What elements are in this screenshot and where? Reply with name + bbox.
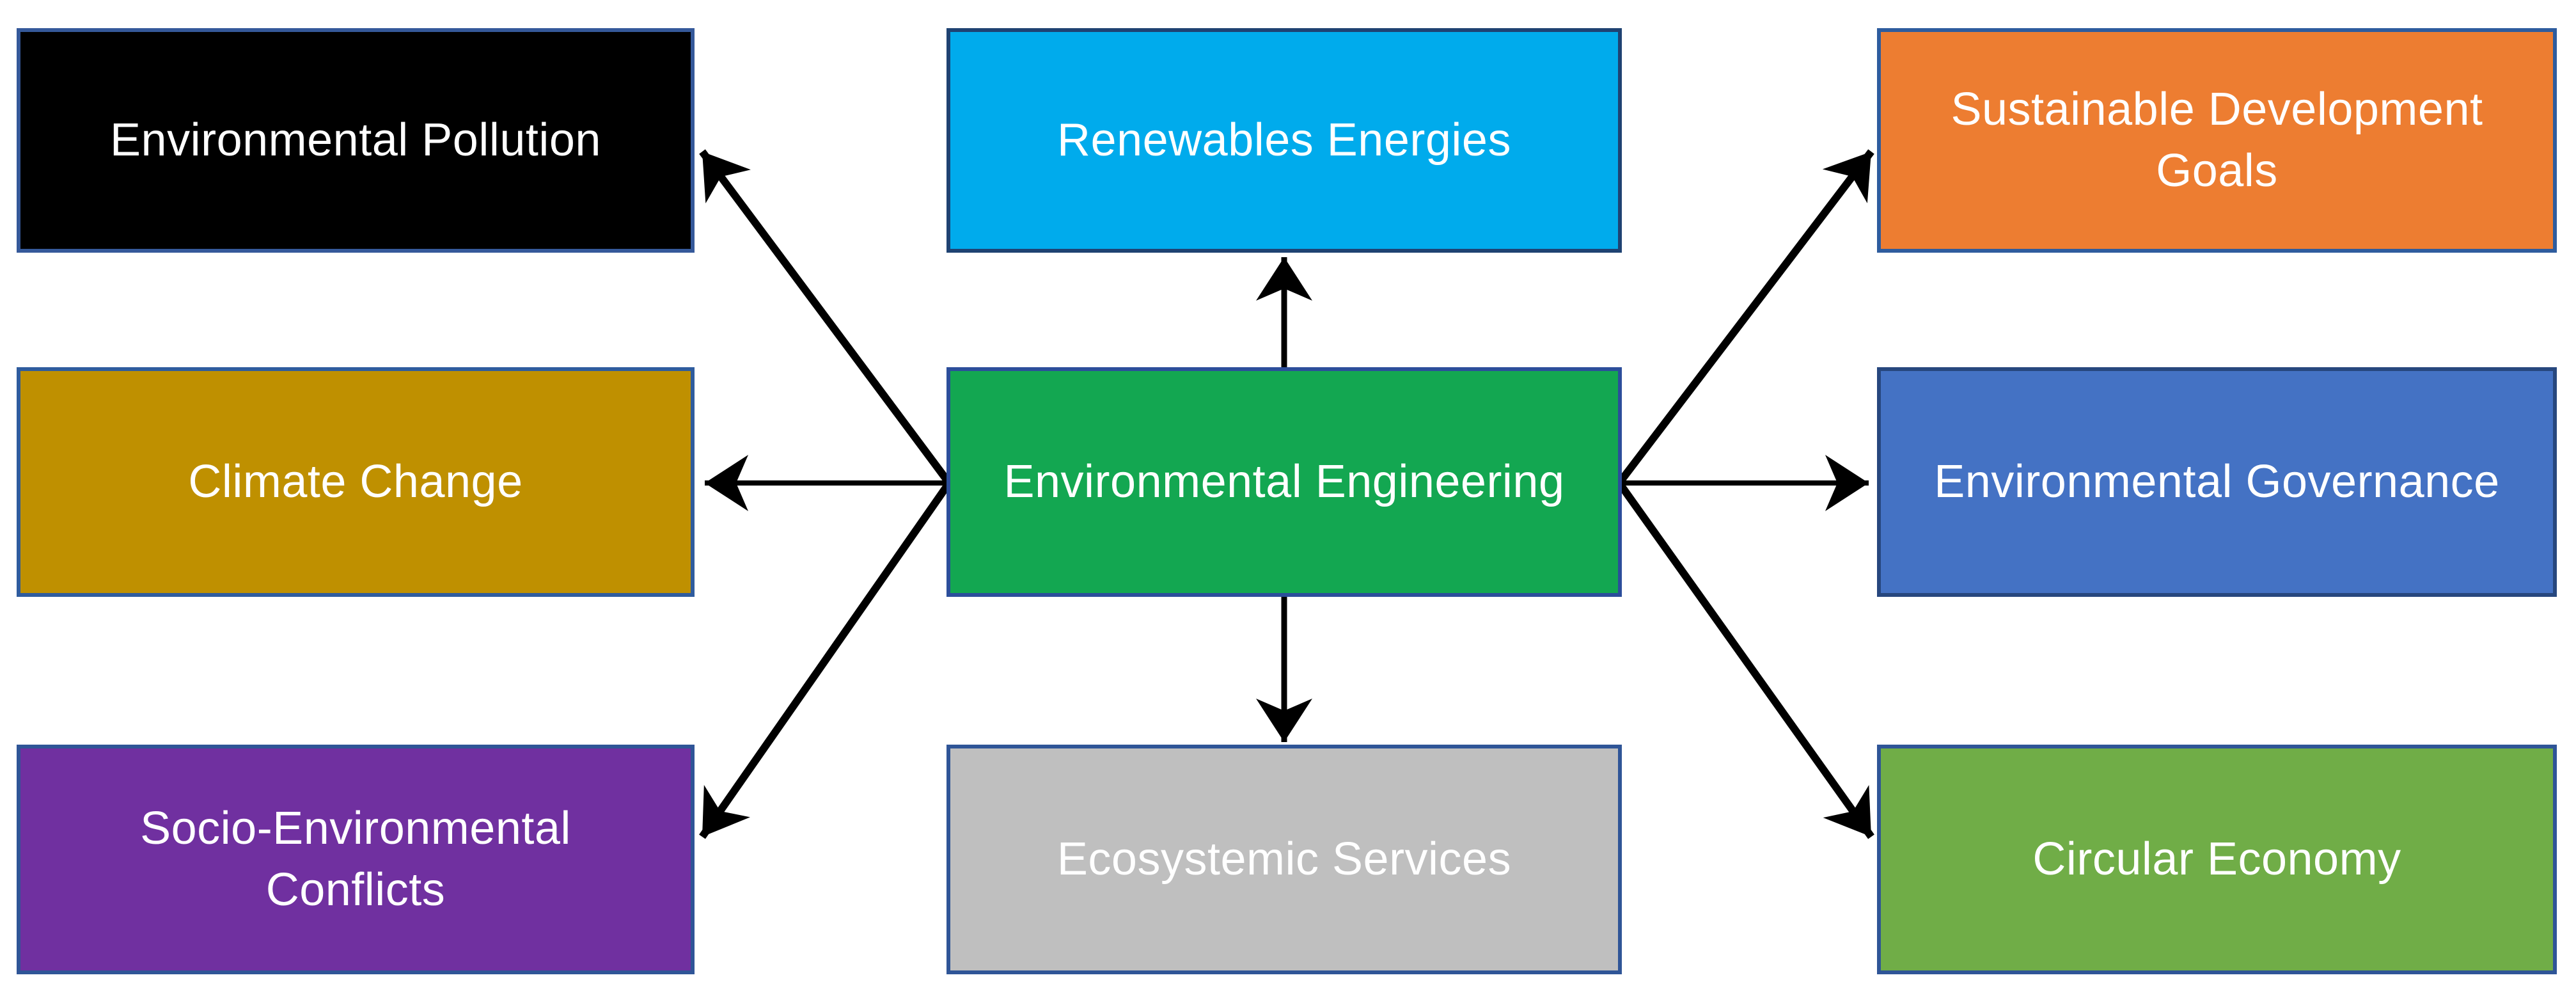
arrow-to-sustainable-development-goals	[1616, 149, 1874, 486]
node-circular-economy: Circular Economy	[1877, 745, 2557, 974]
node-socio-environmental-conflicts-label: Socio-Environmental Conflicts	[140, 803, 571, 915]
arrow-to-socio-environmental-conflicts	[699, 480, 952, 839]
node-environmental-pollution-label: Environmental Pollution	[110, 114, 601, 166]
node-renewables-energies: Renewables Energies	[946, 28, 1622, 253]
arrow-to-circular-economy	[1616, 480, 1874, 839]
node-environmental-engineering: Environmental Engineering	[946, 367, 1622, 597]
node-climate-change-label: Climate Change	[188, 455, 523, 507]
node-environmental-engineering-label: Environmental Engineering	[1003, 455, 1565, 507]
node-environmental-pollution: Environmental Pollution	[17, 28, 695, 253]
node-circular-economy-label: Circular Economy	[2032, 833, 2401, 885]
node-sustainable-development-goals: Sustainable Development Goals	[1877, 28, 2557, 253]
node-socio-environmental-conflicts: Socio-Environmental Conflicts	[17, 745, 695, 974]
node-ecosystemic-services-label: Ecosystemic Services	[1056, 833, 1512, 885]
node-environmental-governance-label: Environmental Governance	[1934, 455, 2500, 507]
arrow-to-environmental-pollution	[699, 149, 952, 486]
node-renewables-energies-label: Renewables Energies	[1057, 114, 1511, 166]
node-climate-change: Climate Change	[17, 367, 695, 597]
node-sustainable-development-goals-label: Sustainable Development Goals	[1951, 84, 2483, 196]
node-environmental-governance: Environmental Governance	[1877, 367, 2557, 597]
node-ecosystemic-services: Ecosystemic Services	[946, 745, 1622, 974]
